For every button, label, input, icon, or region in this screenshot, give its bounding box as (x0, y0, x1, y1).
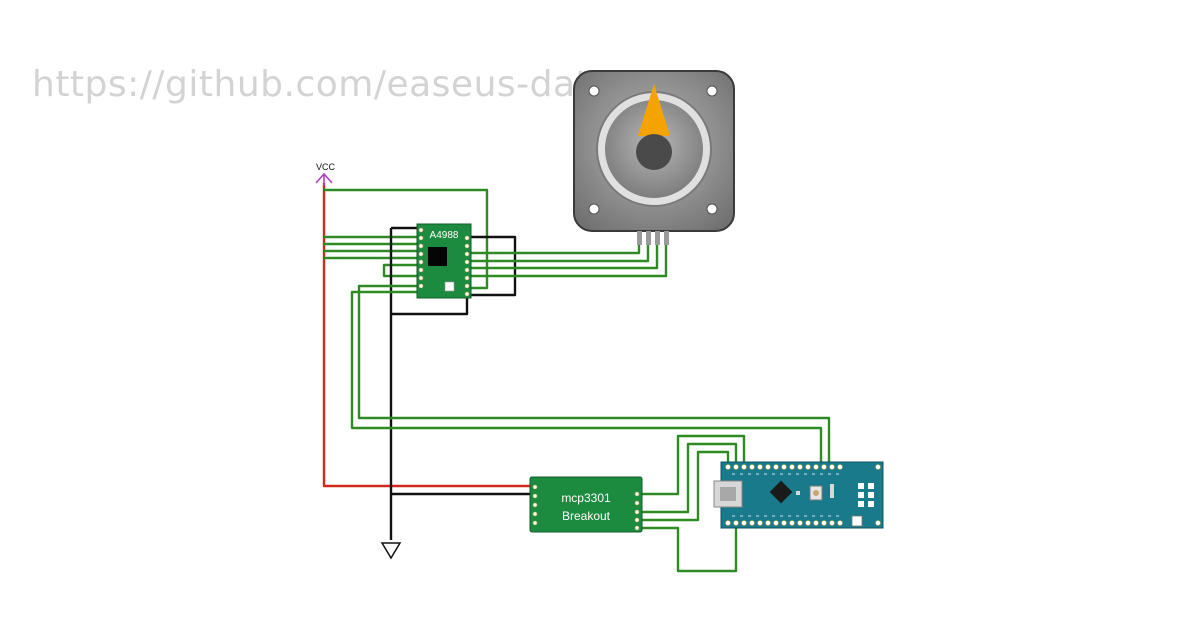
mount-hole (706, 85, 718, 97)
vcc-label: VCC (316, 162, 336, 172)
mount-hole (706, 203, 718, 215)
led-indicator (851, 515, 863, 527)
stepper-motor[interactable] (573, 70, 735, 245)
mount-hole (588, 203, 600, 215)
wire-adc-cs[interactable] (641, 450, 730, 522)
motor-lead (655, 231, 660, 245)
adc-label-line2: Breakout (562, 509, 611, 523)
wire-gnd-driver-right[interactable] (470, 235, 517, 297)
arduino-pins-top (725, 464, 881, 470)
mount-hole (588, 85, 600, 97)
motor-shaft-indicator (638, 84, 670, 136)
arduino-mcu (769, 480, 793, 504)
wire-vcc-driver-top[interactable] (324, 188, 489, 290)
reset-button-cap (813, 490, 819, 496)
adc-pins-left (532, 484, 538, 526)
wire-dir[interactable] (350, 290, 823, 466)
vcc-symbol: VCC (315, 162, 336, 186)
wires (322, 183, 831, 573)
adc-pins-right (634, 491, 640, 531)
motor-lead (646, 231, 651, 245)
wire-motor-a2[interactable] (470, 245, 650, 263)
wire-adc-dout[interactable] (641, 442, 738, 514)
motor-lead (664, 231, 669, 245)
vcc-arrow-icon (315, 172, 333, 186)
driver-potentiometer[interactable] (444, 281, 455, 292)
driver-pins-right (464, 235, 470, 297)
smd-component (796, 491, 800, 495)
ground-icon (380, 542, 402, 560)
usb-connector-icon (713, 480, 743, 508)
wire-motor-b1[interactable] (470, 245, 659, 270)
mcp3301-breakout[interactable]: mcp3301 Breakout (529, 476, 643, 533)
arduino-silkscreen (732, 473, 840, 517)
ground-symbol (380, 542, 402, 560)
adc-board (529, 476, 643, 533)
motor-lead (637, 231, 642, 245)
arduino-nano[interactable] (713, 461, 884, 529)
wire-step[interactable] (357, 284, 831, 466)
wire-driver-loop[interactable] (382, 263, 420, 278)
motor-shaft (636, 134, 672, 170)
driver-chip (428, 247, 447, 266)
smd-component (830, 484, 834, 498)
wire-adc-clk[interactable] (641, 434, 746, 496)
wire-adc-pwr[interactable] (641, 522, 738, 573)
icsp-header (858, 483, 874, 507)
driver-label: A4988 (430, 230, 459, 241)
wire-motor-a1[interactable] (470, 245, 641, 255)
wire-motor-b2[interactable] (470, 245, 668, 278)
a4988-driver[interactable]: A4988 (416, 223, 472, 299)
arduino-pins-bottom (725, 520, 881, 526)
adc-label-line1: mcp3301 (561, 491, 611, 505)
wire-vcc[interactable] (322, 183, 532, 488)
driver-pins-left (418, 227, 424, 289)
